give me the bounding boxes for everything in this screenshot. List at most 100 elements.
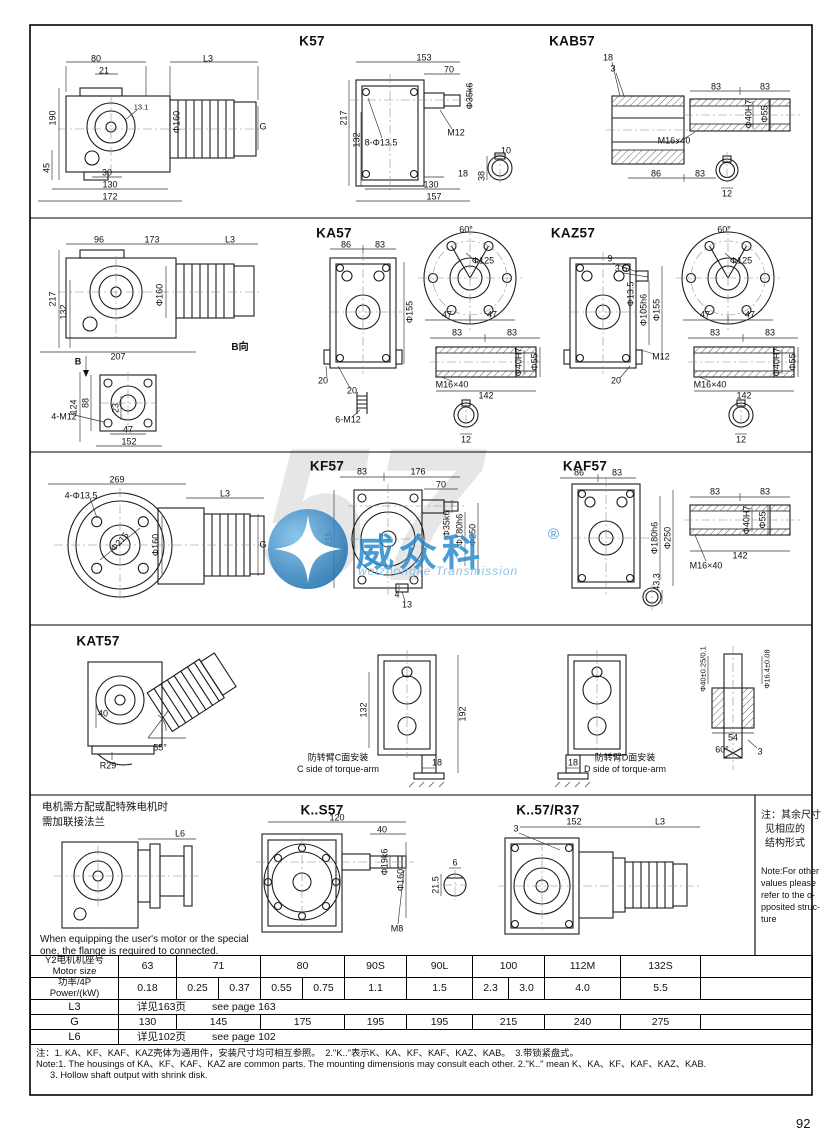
dim-label: 20: [610, 375, 622, 386]
dim-label: 83: [611, 467, 623, 478]
empty-cell: [700, 977, 813, 1000]
dim-label: G: [259, 539, 267, 550]
dim-label: Φ180h6: [649, 521, 660, 555]
dim-label: 3: [610, 63, 616, 74]
dim-label: 83: [356, 466, 368, 477]
dim-label: M16×40: [435, 379, 469, 390]
dim-label: 60°: [459, 224, 473, 235]
dim-label: Φ250: [662, 526, 673, 550]
power-cell: 2.3: [472, 977, 509, 1000]
dim-label: 13: [401, 599, 413, 610]
dim-label: Φ35k6: [464, 82, 475, 110]
power-cell: 1.5: [406, 977, 473, 1000]
motor-size-cell: 63: [118, 955, 177, 978]
dim-label: 80: [90, 53, 102, 64]
dim-label: Φ40±0.25/0.1: [698, 646, 708, 692]
caption-torque-arm-c-zh: 防转臂C面安装: [307, 752, 369, 763]
caption-torque-arm-c-en: C side of torque-arm: [296, 764, 380, 774]
dim-label: Φ55: [757, 511, 768, 529]
dim-label: 217: [47, 291, 58, 307]
side-note-zh-line1: 注：其余尺寸: [761, 810, 821, 821]
dim-label: 47: [122, 424, 134, 435]
dim-label: M16×40: [689, 560, 723, 571]
dim-label: Φ16.4±0.08: [762, 649, 772, 689]
motor-size-cell: 112M: [544, 955, 621, 978]
dim-label: M12: [447, 127, 465, 138]
flange-note-zh-line1: 电机需方配或配特殊电机时: [42, 801, 168, 813]
g-cell: 175: [260, 1014, 345, 1030]
footnotes: 注：1. KA、KF、KAF、KAZ壳体为通用件，安装尺寸均可相互参照。 2."…: [36, 1048, 798, 1081]
dim-label: 176: [410, 466, 426, 477]
side-note-en-line2: values please: [761, 878, 817, 888]
dim-label: 132: [358, 702, 369, 718]
dim-label: 20: [317, 375, 329, 386]
dim-label: 83: [694, 168, 706, 179]
dim-label: Φ55: [759, 105, 770, 123]
dim-label: L3: [202, 53, 214, 64]
l6-see-page-zh: 详见102页: [137, 1030, 187, 1043]
dim-label: 40: [97, 708, 109, 719]
watermark-logo-icon: [268, 509, 348, 589]
power-cell: 0.25: [176, 977, 219, 1000]
dim-label: M12: [652, 351, 670, 362]
dim-label: Φ40H7: [743, 99, 754, 129]
dim-label: Φ155: [404, 300, 415, 324]
power-cell: 0.55: [260, 977, 303, 1000]
dim-label: Φ13.5: [625, 281, 636, 307]
dim-label: 30: [101, 167, 113, 178]
side-note-en-line3: refer to the o-: [761, 890, 816, 900]
dim-label: 3: [757, 746, 763, 757]
g-cell: 145: [176, 1014, 261, 1030]
dim-label: 86: [650, 168, 662, 179]
side-note-zh-line3: 结构形式: [765, 838, 805, 849]
footnote-en-line1: Note:1. The housings of KA、KF、KAF、KAZ ar…: [36, 1059, 707, 1069]
dim-label: 45: [41, 162, 52, 174]
title-k57: K57: [299, 33, 325, 49]
power-header-zh: 功率/4P: [57, 977, 92, 988]
dim-label: 12: [460, 434, 472, 445]
dim-label: M16×40: [693, 379, 727, 390]
page-number: 92: [796, 1116, 811, 1131]
dim-label: Φ40H7: [771, 347, 782, 377]
side-note-zh-line2: 见相应的: [765, 824, 805, 835]
dim-label: Φ155: [651, 298, 662, 322]
dim-label: 86: [340, 239, 352, 250]
power-cell: 3.0: [508, 977, 545, 1000]
caption-torque-arm-d-en: D side of torque-arm: [583, 764, 667, 774]
dim-label: Φ160: [150, 533, 161, 557]
dim-label: 86: [573, 467, 585, 478]
dim-label: 83: [710, 81, 722, 92]
dim-label: 142: [732, 550, 748, 561]
dim-label: Φ40H7: [513, 347, 524, 377]
motor-size-header-en: Motor size: [52, 965, 97, 977]
dim-label: Φ160: [154, 283, 165, 307]
motor-size-header-zh: Y2电机机座号: [44, 955, 105, 966]
spec-table: Y2电机机座号 Motor size 63 71 80 90S 90L 100 …: [30, 955, 813, 1045]
dim-label: L3: [654, 816, 666, 827]
dim-label: 157: [426, 191, 442, 202]
motor-size-cell: 80: [260, 955, 345, 978]
dim-label: 130: [423, 179, 439, 190]
dim-label: 83: [374, 239, 386, 250]
power-cell: 0.37: [218, 977, 261, 1000]
title-ks57: K..S57: [300, 802, 344, 818]
dim-label: Φ55: [787, 353, 798, 371]
power-cell: 0.18: [118, 977, 177, 1000]
title-kaz57: KAZ57: [550, 225, 596, 241]
l6-see-page-en: see page 102: [212, 1030, 276, 1043]
l3-see-page-zh: 详见163页: [137, 1000, 187, 1013]
g-cell: 275: [620, 1014, 701, 1030]
g-cell: 195: [406, 1014, 473, 1030]
dim-label: 18: [602, 52, 614, 63]
dim-label: 88: [80, 397, 91, 409]
title-kaf57: KAF57: [562, 458, 608, 474]
power-cell: 5.5: [620, 977, 701, 1000]
dim-label: M16×40: [657, 135, 691, 146]
dim-label: Φ125: [471, 255, 495, 266]
dim-label: 43.3: [651, 573, 662, 591]
dim-label: 142: [478, 390, 494, 401]
caption-torque-arm-d-zh: 防转臂D面安装: [594, 752, 656, 763]
empty-cell: [700, 1014, 813, 1030]
side-note-en-line5: ture: [761, 914, 777, 924]
